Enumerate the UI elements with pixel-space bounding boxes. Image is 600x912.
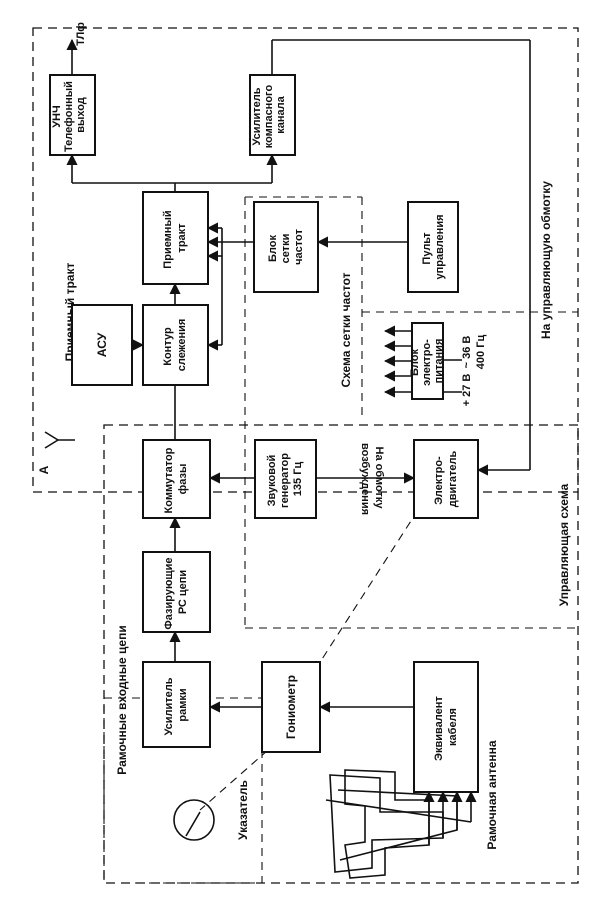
svg-text:Эквивалент кабеля: Эквивалент кабеля [433,693,459,761]
block-frequency-grid: Блок сетки частот [253,201,319,293]
antenna-a-label: А [37,465,51,474]
antenna-a-icon [44,431,75,449]
block-control-panel: Пульт управления [407,201,459,293]
indicator-region [103,697,263,884]
block-phasing-rc: Фазирующие РС цепи [142,551,211,633]
svg-text:Блок электро- пита: Блок электро- питания [409,336,445,386]
to-control-winding-label: На управляющую обмотку [539,181,553,339]
power-27v-label: + 27 В [461,374,473,407]
block-unch: УНЧ Телефонный выход [49,74,96,156]
svg-text:АСУ: АСУ [95,332,109,357]
tlf-label: ТЛф [75,22,87,46]
frame-inputs-label: Рамочные входные цепи [115,625,129,774]
block-power-supply: Блок электро- питания [409,322,445,400]
frequency-grid-label: Схема сетки частот [339,272,353,387]
svg-text:Гониометр: Гониометр [284,675,298,739]
svg-text:УНЧ Телефонный вых: УНЧ Телефонный выход [51,78,87,152]
indicator-label: Указатель [236,780,250,840]
block-phase-switch: Коммутатор фазы [142,439,211,519]
svg-text:Приемный тракт: Приемный тракт [162,207,188,268]
svg-text:Блок сетки частот: Блок сетки частот [267,229,305,265]
svg-text:Коммутатор фазы: Коммутатор фазы [163,445,189,514]
svg-text:Контур слежения: Контур слежения [162,319,188,372]
svg-text:Усилитель рамки: Усилитель рамки [163,674,189,735]
block-goniometer: Гониометр [261,661,321,753]
block-frame-amplifier: Усилитель рамки [142,661,211,748]
block-compass-amplifier: Усилитель компасного канала [249,74,296,156]
block-cable-equivalent: Эквивалент кабеля [413,661,479,793]
indicator-dial-icon [173,799,215,841]
svg-text:Пульт управления: Пульт управления [421,214,446,279]
loop-antenna-label: Рамочная антенна [485,740,499,849]
svg-text:Фазирующие РС цепи: Фазирующие РС цепи [163,554,189,629]
lower-outer-region [103,424,579,884]
block-asu: АСУ [71,304,133,386]
svg-text:Электро- двигатель: Электро- двигатель [433,451,459,508]
to-excitation-winding-label: На обмотку возбуждения [359,443,385,515]
block-sound-generator: Звуковой генератор 135 Гц [254,439,317,519]
svg-text:Звуковой генератор: Звуковой генератор 135 Гц [266,450,304,508]
block-receiver-path: Приемный тракт [142,191,209,285]
power-36v-label: ~ 36 В [461,336,473,369]
control-scheme-label: Управляющая схема [557,483,571,606]
svg-text:Усилитель компасного: Усилитель компасного канала [251,82,287,149]
loop-antenna-drawing [325,769,472,879]
block-electric-motor: Электро- двигатель [413,439,479,519]
block-tracking-loop: Контур слежения [142,304,209,386]
power-400hz-label: 400 Гц [475,335,487,370]
